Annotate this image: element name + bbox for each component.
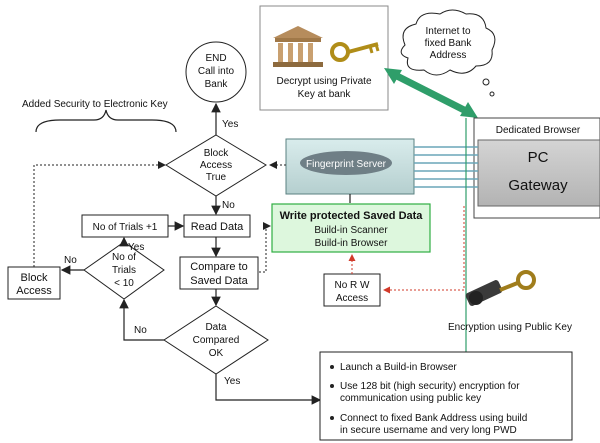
encryption-label: Encryption using Public Key bbox=[448, 322, 572, 333]
bullet-2-line1: Use 128 bit (high security) encryption f… bbox=[340, 381, 520, 392]
security-label: Added Security to Electronic Key bbox=[22, 99, 168, 110]
label-no-read: No bbox=[222, 200, 235, 211]
green-link-arrow bbox=[384, 68, 478, 118]
trials-decision-line3: < 10 bbox=[114, 278, 134, 289]
cloud-line1: Internet to bbox=[425, 26, 470, 37]
label-no-block: No bbox=[64, 255, 77, 266]
pc-header: Dedicated Browser bbox=[496, 125, 581, 136]
bullet-3-line2: in secure username and very long PWD bbox=[340, 425, 517, 436]
trials-increment-box: No of Trials +1 bbox=[81, 214, 169, 238]
end-node-line2: Call into bbox=[198, 66, 235, 77]
label-yes-end: Yes bbox=[222, 119, 238, 130]
block-access-decision-line1: Block bbox=[204, 148, 229, 159]
decrypt-line2: Key at bank bbox=[298, 89, 352, 100]
label-yes-compare: Yes bbox=[224, 376, 240, 387]
bank-icon bbox=[273, 26, 323, 67]
bullet-box: Launch a Build-in Browser Use 128 bit (h… bbox=[319, 351, 573, 441]
compare-line1: Compare to bbox=[190, 261, 247, 273]
fingerprint-server: Fingerprint Server bbox=[285, 138, 415, 195]
end-node: END Call into Bank bbox=[185, 41, 247, 103]
server-pc-links bbox=[414, 146, 478, 188]
saved-data-title: Write protected Saved Data bbox=[280, 210, 424, 222]
internet-cloud: Internet to fixed Bank Address bbox=[400, 9, 496, 97]
saved-data-box: Write protected Saved Data Build-in Scan… bbox=[271, 203, 431, 253]
data-compared-line1: Data bbox=[205, 322, 227, 333]
trials-decision-line1: No of bbox=[112, 252, 136, 263]
read-data-box: Read Data bbox=[183, 214, 251, 238]
end-node-line3: Bank bbox=[205, 79, 229, 90]
trials-decision-line2: Trials bbox=[112, 265, 136, 276]
block-access-decision: Block Access True bbox=[165, 134, 267, 197]
label-yes-trials: Yes bbox=[128, 242, 144, 253]
end-node-line1: END bbox=[205, 53, 226, 64]
no-rw-box: No R W Access bbox=[323, 273, 381, 307]
decrypt-line1: Decrypt using Private bbox=[276, 76, 371, 87]
cloud-line2: fixed Bank bbox=[425, 38, 473, 49]
security-brace bbox=[35, 109, 177, 133]
saved-data-line2: Build-in Scanner bbox=[314, 225, 388, 236]
decrypt-box: Decrypt using Private Key at bank bbox=[259, 5, 389, 111]
bullet-1-line1: Launch a Build-in Browser bbox=[340, 362, 457, 373]
compare-line2: Saved Data bbox=[190, 275, 248, 287]
pc-gateway-panel: Dedicated Browser PC Gateway bbox=[473, 117, 600, 219]
data-compared-decision: Data Compared OK bbox=[163, 305, 269, 375]
encryption-key-icon bbox=[465, 270, 536, 306]
block-access-line2: Access bbox=[16, 285, 52, 297]
block-access-decision-line2: Access bbox=[200, 160, 232, 171]
block-access-box: Block Access bbox=[7, 266, 61, 300]
fingerprint-server-text: Fingerprint Server bbox=[306, 159, 387, 170]
bullet-3-line1: Connect to fixed Bank Address using buil… bbox=[340, 413, 527, 424]
pc-line1: PC bbox=[528, 149, 549, 166]
compare-box: Compare to Saved Data bbox=[179, 256, 259, 290]
block-access-decision-line3: True bbox=[206, 172, 227, 183]
trials-increment-text: No of Trials +1 bbox=[93, 222, 158, 233]
read-data-text: Read Data bbox=[191, 221, 244, 233]
block-access-line1: Block bbox=[21, 272, 48, 284]
data-compared-line2: Compared bbox=[193, 335, 240, 346]
no-rw-line2: Access bbox=[336, 293, 368, 304]
key-icon bbox=[330, 42, 380, 62]
pc-line2: Gateway bbox=[508, 177, 568, 194]
saved-data-line3: Build-in Browser bbox=[315, 238, 388, 249]
cloud-line3: Address bbox=[430, 50, 467, 61]
data-compared-line3: OK bbox=[209, 348, 224, 359]
label-no-compare: No bbox=[134, 325, 147, 336]
no-rw-line1: No R W bbox=[335, 280, 371, 291]
bullet-2-line2: communication using public key bbox=[340, 393, 481, 404]
trials-decision: No of Trials < 10 bbox=[83, 241, 165, 300]
